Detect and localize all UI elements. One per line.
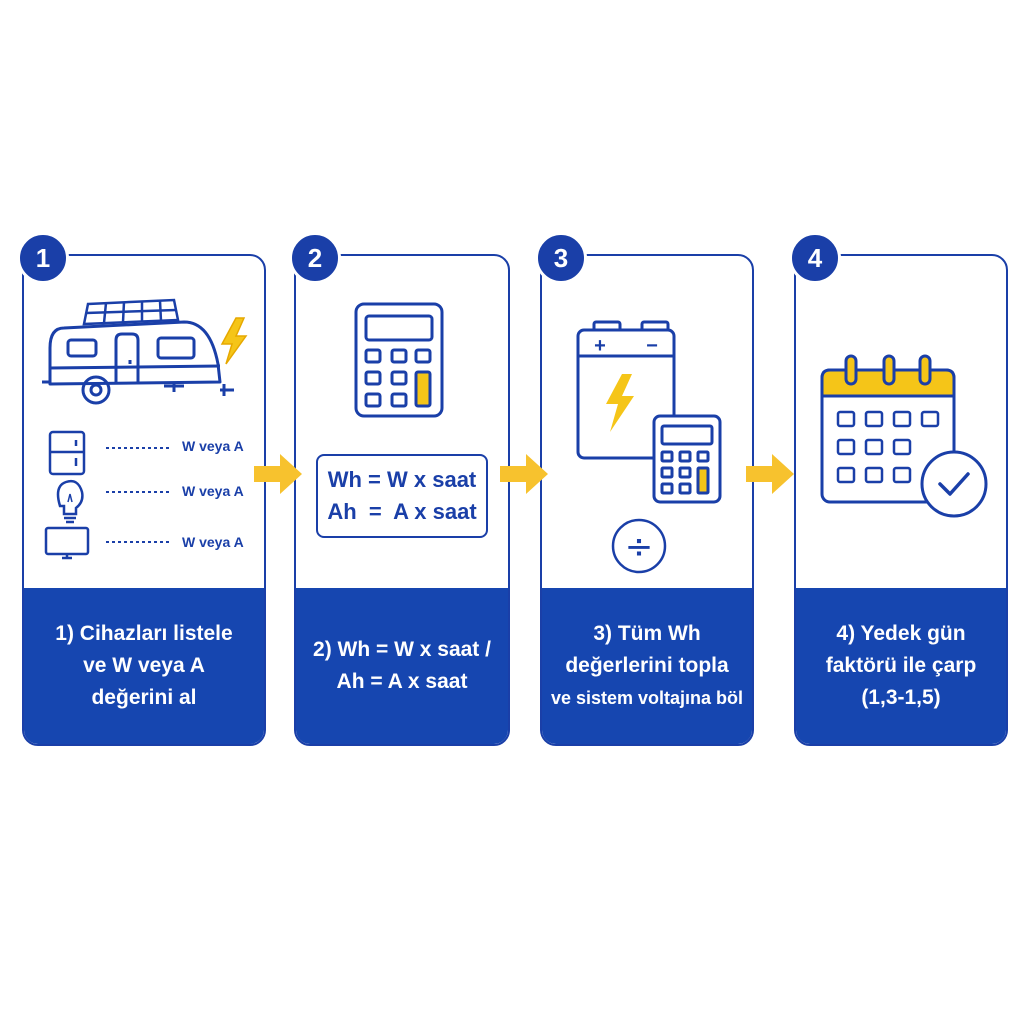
device-label-tv: W veya A [182, 534, 244, 550]
caption-line: 1) Cihazları listele [55, 622, 233, 645]
divide-icon [611, 518, 667, 574]
battery-plus-sign: + [594, 335, 606, 357]
device-label-fridge: W veya A [182, 438, 244, 454]
step-card-2: Wh = W x saat Ah = A x saat 2) Wh = W x … [294, 254, 510, 746]
step-number-badge-1: 1 [17, 232, 69, 284]
solar-panel-icon [82, 298, 180, 326]
formula-box: Wh = W x saat Ah = A x saat [316, 454, 488, 538]
device-label-bulb: W veya A [182, 483, 244, 499]
arrow-right-icon [746, 454, 794, 494]
caption-line: faktörü ile çarp [825, 654, 977, 677]
caption-line: Ah = A x saat [336, 670, 468, 693]
step-number-badge-4: 4 [789, 232, 841, 284]
step-3-caption: 3) Tüm Wh değerlerini topla ve sistem vo… [542, 588, 752, 744]
step-card-1: W veya A W veya A W veya A 1) Cihazları … [22, 254, 266, 746]
tv-icon [44, 526, 90, 560]
step-4-caption: 4) Yedek gün faktörü ile çarp (1,3-1,5) [796, 588, 1006, 744]
calculator-icon [354, 302, 444, 418]
lightning-icon [606, 374, 634, 432]
caption-line: (1,3-1,5) [861, 686, 941, 709]
caption-line: ve W veya A [83, 654, 205, 677]
lightbulb-icon [56, 479, 84, 524]
lightning-icon [220, 317, 248, 365]
arrow-right-icon [254, 454, 302, 494]
caption-line: değerini al [91, 686, 197, 709]
step-1-illustration: W veya A W veya A W veya A [24, 256, 264, 590]
battery-icon [576, 320, 676, 460]
caption-line: 3) Tüm Wh [593, 622, 701, 645]
caption-line: 2) Wh = W x saat / [313, 638, 491, 661]
step-4-illustration [796, 256, 1006, 590]
battery-minus-sign: − [646, 335, 658, 357]
calculator-icon [652, 414, 722, 504]
step-number-badge-2: 2 [289, 232, 341, 284]
fridge-icon [48, 430, 86, 476]
caption-line: 4) Yedek gün [836, 622, 966, 645]
step-3-illustration: + − ÷ [542, 256, 752, 590]
arrow-right-icon [500, 454, 548, 494]
caption-line: ve sistem voltajına böl [550, 688, 744, 708]
step-2-illustration: Wh = W x saat Ah = A x saat [296, 256, 508, 590]
step-card-4: 4) Yedek gün faktörü ile çarp (1,3-1,5) [794, 254, 1008, 746]
calendar-icon [820, 354, 956, 504]
formula-wh: Wh = W x saat [327, 467, 477, 492]
caravan-icon [42, 298, 248, 560]
caption-line: değerlerini topla [565, 654, 729, 677]
checkmark-icon [920, 450, 988, 518]
step-number-badge-3: 3 [535, 232, 587, 284]
step-2-caption: 2) Wh = W x saat / Ah = A x saat [296, 588, 508, 744]
formula-ah: Ah = A x saat [327, 499, 477, 524]
step-1-caption: 1) Cihazları listele ve W veya A değerin… [24, 588, 264, 744]
divide-symbol: ÷ [625, 527, 654, 567]
step-card-3: + − ÷ 3) Tüm Wh değerlerini topla ve sis… [540, 254, 754, 746]
